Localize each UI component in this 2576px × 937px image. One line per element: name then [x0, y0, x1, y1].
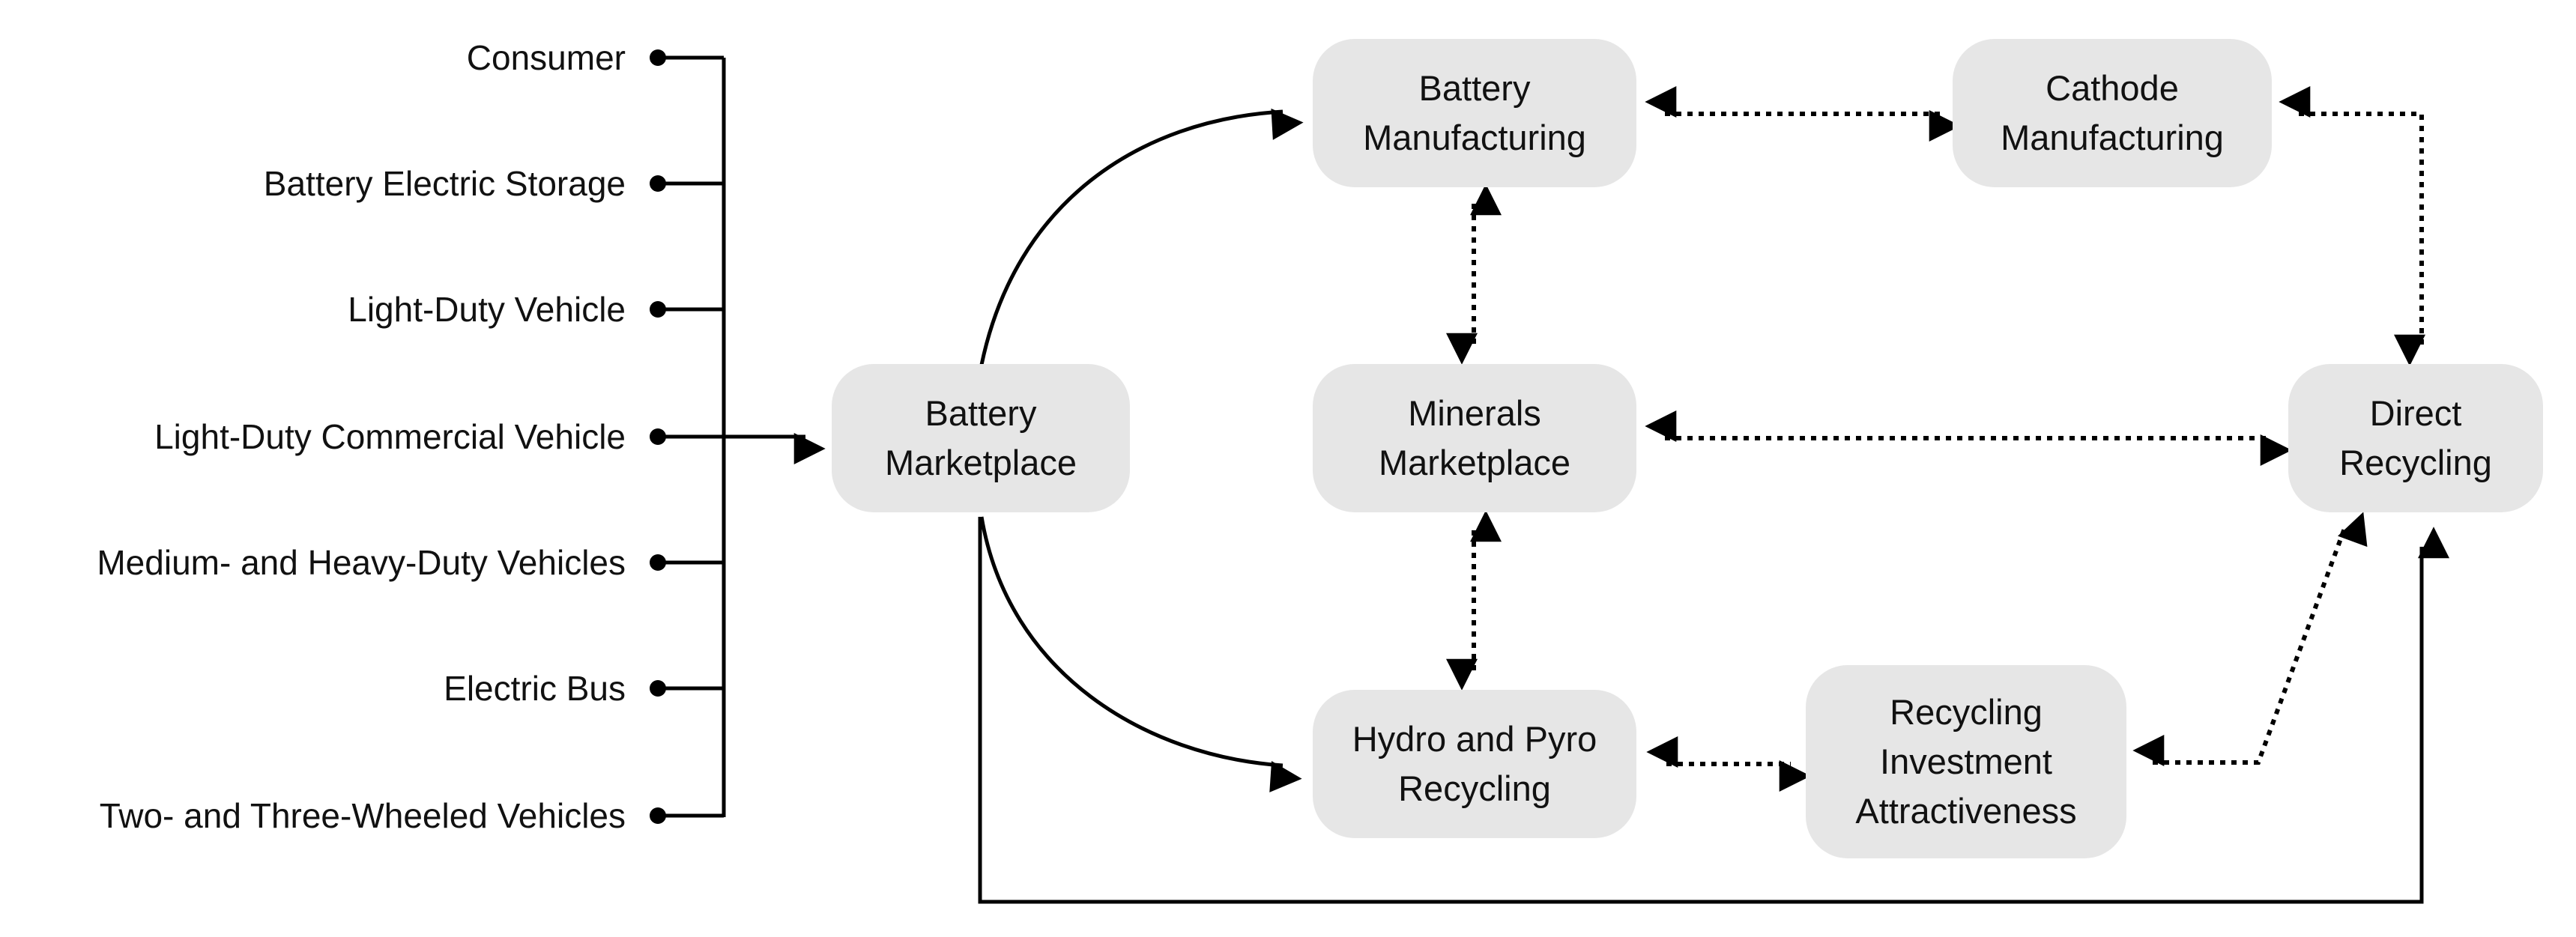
source-dot — [650, 554, 666, 571]
source-dot — [650, 301, 666, 318]
node-cathode-manufacturing: Cathode Manufacturing — [1953, 39, 2272, 187]
node-line: Cathode — [2046, 68, 2179, 108]
node-line: Manufacturing — [2001, 118, 2224, 157]
node-hydro-pyro-recycling: Hydro and Pyro Recycling — [1313, 690, 1636, 838]
source-label: Light-Duty Vehicle — [348, 290, 626, 329]
dotted-connectors — [1446, 86, 2425, 792]
node-recycling-investment: Recycling Investment Attractiveness — [1806, 665, 2126, 858]
arrow-marketplace-to-hydro-pyro — [979, 516, 1302, 792]
node-line: Investment — [1880, 742, 2052, 781]
source-label: Light-Duty Commercial Vehicle — [154, 417, 626, 456]
node-line: Marketplace — [1379, 443, 1570, 482]
source-dot — [650, 680, 666, 697]
source-dot — [650, 807, 666, 824]
source-label: Battery Electric Storage — [263, 164, 626, 203]
node-line: Hydro and Pyro — [1352, 719, 1597, 759]
node-line: Direct — [2369, 393, 2462, 433]
source-label: Electric Bus — [444, 669, 626, 708]
arrow-marketplace-to-direct-recycling — [978, 517, 2449, 904]
source-label: Consumer — [466, 38, 626, 77]
link-investment-direct — [2132, 512, 2368, 766]
node-line: Battery — [925, 393, 1037, 433]
node-battery-marketplace: Battery Marketplace — [832, 364, 1130, 512]
node-battery-manufacturing: Battery Manufacturing — [1313, 39, 1636, 187]
source-dot — [650, 428, 666, 445]
node-line: Recycling — [2339, 443, 2492, 482]
source-dot — [650, 49, 666, 66]
node-line: Marketplace — [885, 443, 1077, 482]
source-dots — [650, 49, 666, 824]
node-line: Recycling — [1890, 692, 2043, 732]
solid-connectors — [724, 108, 2449, 904]
source-label: Medium- and Heavy-Duty Vehicles — [97, 543, 626, 582]
node-line: Attractiveness — [1855, 791, 2077, 831]
node-line: Manufacturing — [1363, 118, 1586, 157]
source-dot — [650, 175, 666, 192]
node-direct-recycling: Direct Recycling — [2288, 364, 2543, 512]
node-line: Recycling — [1398, 768, 1551, 808]
node-line: Battery — [1418, 68, 1531, 108]
arrow-marketplace-to-manufacturing — [979, 108, 1304, 366]
node-minerals-marketplace: Minerals Marketplace — [1313, 364, 1636, 512]
node-line: Minerals — [1408, 393, 1541, 433]
source-label: Two- and Three-Wheeled Vehicles — [99, 796, 626, 835]
